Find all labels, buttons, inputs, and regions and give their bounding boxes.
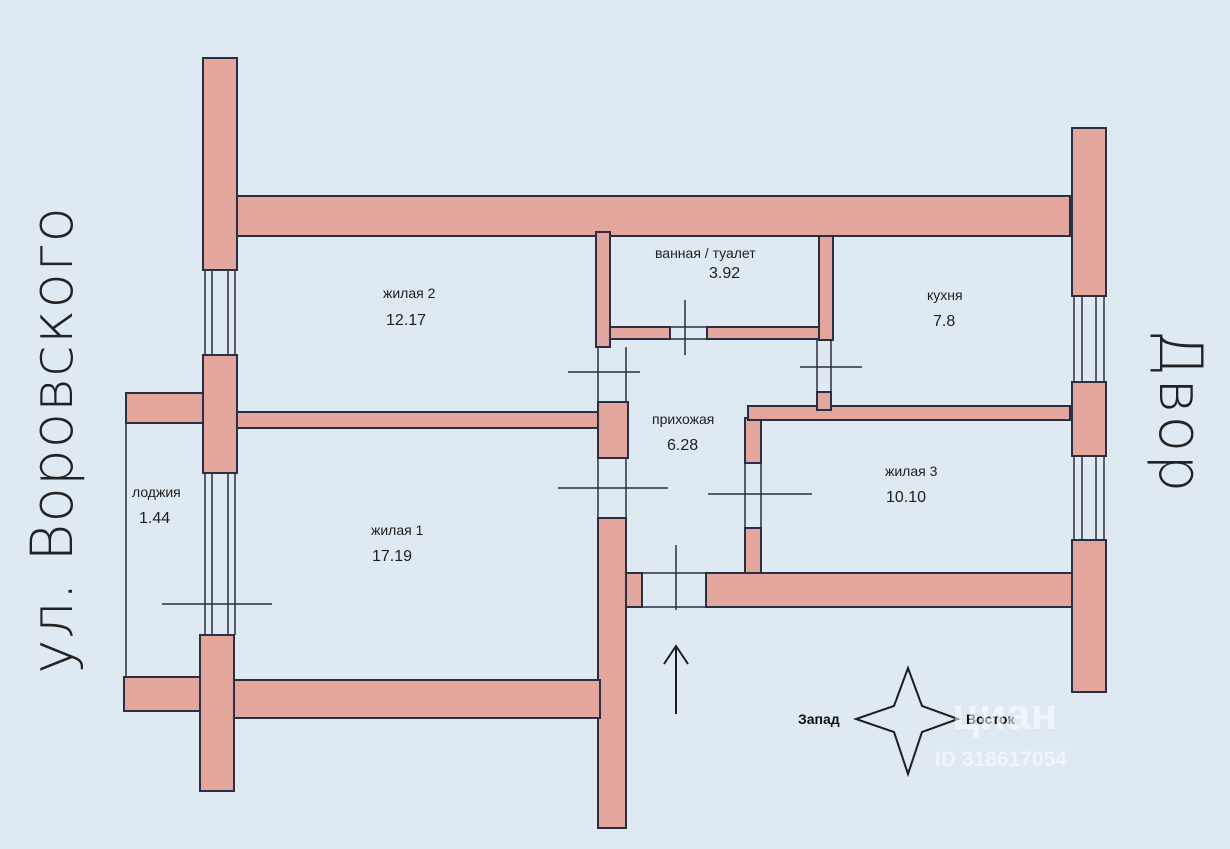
room-name-living2: жилая 2 — [383, 285, 436, 301]
watermark-brand: циан — [952, 690, 1058, 739]
room-area-hallway: 6.28 — [667, 437, 699, 454]
room-name-kitchen: кухня — [927, 287, 963, 303]
wall-hall-stub — [597, 401, 629, 459]
wall-hall-right-top — [744, 417, 762, 464]
wall-living1-right — [597, 517, 627, 829]
wall-left-outer-top — [202, 57, 238, 271]
door-openings — [162, 300, 862, 610]
wall-right-pier — [1071, 381, 1107, 457]
walls — [123, 57, 1107, 829]
room-area-bathroom: 3.92 — [709, 265, 741, 282]
wall-bath-bottom-left — [609, 326, 671, 340]
wall-right-bottom — [1071, 539, 1107, 693]
yard-label: Двор — [1145, 329, 1215, 495]
room-name-living3: жилая 3 — [885, 463, 938, 479]
wall-kitchen-stub — [816, 391, 832, 411]
room-area-loggia: 1.44 — [139, 510, 171, 527]
room-area-living1: 17.19 — [372, 548, 413, 565]
wall-living3-bottom — [705, 572, 1073, 608]
wall-loggia-bottom — [123, 676, 201, 712]
wall-living3-top — [747, 405, 1071, 421]
compass-east-label: Восток — [966, 711, 1015, 727]
wall-bath-right — [818, 235, 834, 341]
room-name-loggia: лоджия — [132, 484, 181, 500]
watermark-id: ID 318617054 — [935, 748, 1067, 771]
wall-living1-bottom — [233, 679, 601, 719]
room-name-hallway: прихожая — [652, 411, 715, 427]
wall-left-outer-bottom — [199, 634, 235, 792]
room-area-kitchen: 7.8 — [933, 313, 956, 330]
compass-west-label: Запад — [798, 711, 840, 727]
wall-bath-left — [595, 231, 611, 348]
street-label: ул. Воровского — [18, 206, 86, 674]
wall-entry-stub — [625, 572, 643, 608]
room-area-living2: 12.17 — [386, 312, 427, 329]
wall-left-outer-pier — [202, 354, 238, 474]
wall-top — [236, 195, 1071, 237]
wall-bath-bottom-right — [706, 326, 820, 340]
wall-living2-bottom — [236, 411, 601, 429]
wall-hall-right-bottom — [744, 527, 762, 577]
compass-rose-icon — [852, 665, 961, 778]
room-name-living1: жилая 1 — [371, 522, 424, 538]
room-name-bathroom: ванная / туалет — [655, 245, 756, 261]
windows — [125, 270, 1105, 677]
wall-right-top — [1071, 127, 1107, 297]
entrance-arrow-icon — [663, 644, 689, 714]
room-area-living3: 10.10 — [886, 489, 927, 506]
wall-loggia-top — [125, 392, 204, 424]
